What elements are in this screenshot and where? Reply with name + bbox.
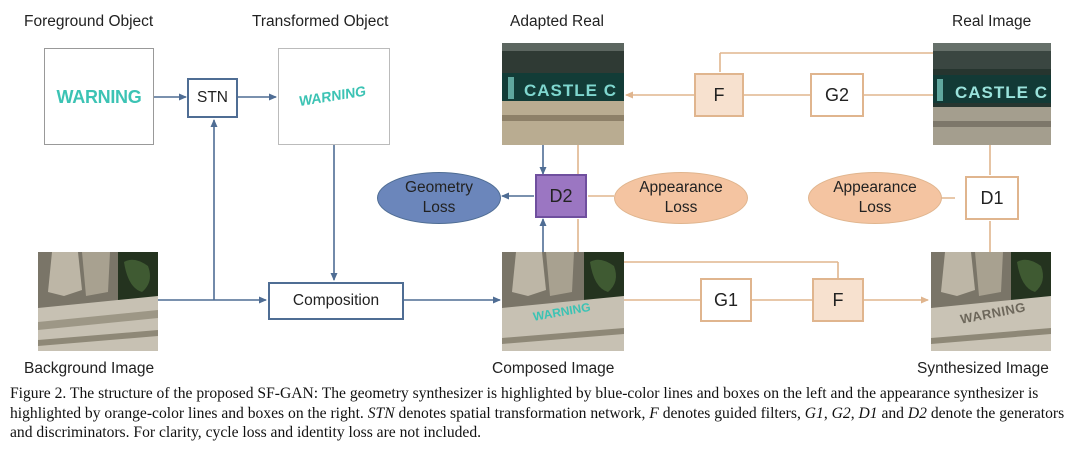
appearance-loss-left-ellipse: Appearance Loss xyxy=(614,172,748,224)
background-image-label: Background Image xyxy=(24,360,155,377)
appearance-loss-left-line1: Appearance xyxy=(639,179,723,196)
caption-and: and xyxy=(881,404,904,422)
synthesized-image: WARNING xyxy=(931,252,1051,351)
castle-text-adapted: CASTLE C xyxy=(524,81,617,100)
caption-lead: Figure 2. The structure of the proposed … xyxy=(10,385,1039,422)
sf-gan-diagram: Foreground Object Transformed Object Ada… xyxy=(24,13,1051,377)
composition-box: Composition xyxy=(268,282,404,320)
appearance-lines xyxy=(577,52,991,304)
connector-lines xyxy=(154,52,991,304)
warning-text-foreground: WARNING xyxy=(56,87,142,107)
appearance-loss-right-line1: Appearance xyxy=(833,179,917,196)
castle-sign-graphic xyxy=(502,43,624,145)
generator-g2-box: G2 xyxy=(810,73,864,117)
caption-stn-term: STN xyxy=(367,404,395,422)
discriminator-d1-box: D1 xyxy=(965,176,1019,220)
caption-stn-def: denotes spatial transformation network, xyxy=(398,404,646,422)
castle-text-real: CASTLE C xyxy=(955,83,1048,102)
caption-d1: D1 xyxy=(858,404,878,422)
geometry-loss-ellipse: Geometry Loss xyxy=(377,172,501,224)
foreground-object-image: WARNING xyxy=(44,48,154,145)
background-image xyxy=(38,252,158,351)
adapted-real-image: CASTLE C xyxy=(502,43,624,145)
foreground-object-label: Foreground Object xyxy=(24,13,154,30)
statue-scene-graphic xyxy=(38,252,158,351)
statue-scene-graphic xyxy=(931,252,1051,351)
guided-filter-bottom-box: F xyxy=(812,278,864,322)
generator-g1-box: G1 xyxy=(700,278,752,322)
guided-filter-top-box: F xyxy=(694,73,744,117)
composed-image: WARNING xyxy=(502,252,624,351)
castle-sign-graphic xyxy=(933,43,1051,145)
composed-image-label: Composed Image xyxy=(492,360,615,377)
appearance-loss-right-line2: Loss xyxy=(858,199,892,216)
caption-g2: G2 xyxy=(831,404,851,422)
real-image-label: Real Image xyxy=(952,13,1032,30)
real-image: CASTLE C xyxy=(933,43,1051,145)
geometry-lines xyxy=(154,93,547,304)
transformed-object-image: WARNING xyxy=(278,48,390,145)
caption-gen-disc: denote the generators and discriminators… xyxy=(10,404,1065,442)
appearance-loss-right-ellipse: Appearance Loss xyxy=(808,172,942,224)
geometry-loss-label-line2: Loss xyxy=(422,199,456,216)
figure-caption: Figure 2. The structure of the proposed … xyxy=(10,385,1065,442)
transformed-object-label: Transformed Object xyxy=(252,13,389,30)
geometry-loss-label-line1: Geometry xyxy=(404,179,474,196)
discriminator-d2-box: D2 xyxy=(535,174,587,218)
caption-f-term: F xyxy=(649,404,659,422)
appearance-loss-left-line2: Loss xyxy=(664,199,698,216)
synthesized-image-label: Synthesized Image xyxy=(917,360,1049,377)
warning-text-transformed: WARNING xyxy=(299,82,367,110)
stn-box: STN xyxy=(187,78,238,118)
caption-g1: G1 xyxy=(804,404,824,422)
adapted-real-label: Adapted Real xyxy=(510,13,604,30)
caption-d2: D2 xyxy=(907,404,927,422)
statue-scene-graphic xyxy=(502,252,624,351)
caption-f-def: denotes guided filters, xyxy=(662,404,801,422)
